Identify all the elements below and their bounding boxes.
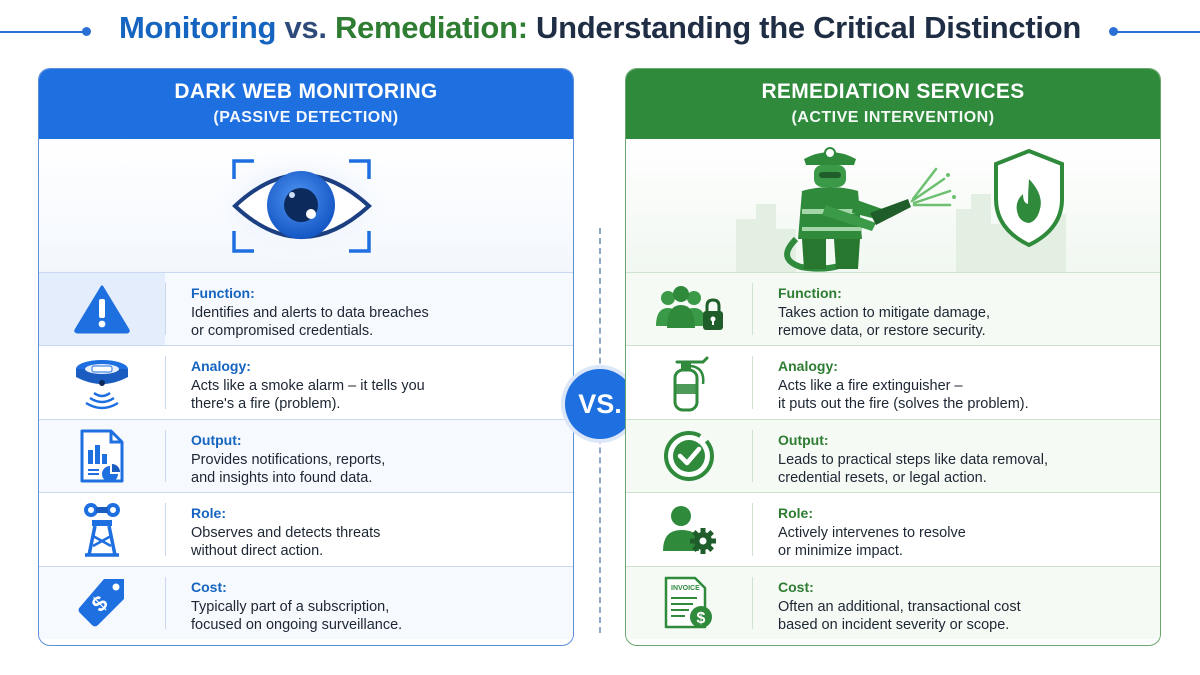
- title-monitoring: Monitoring: [119, 10, 277, 45]
- warning-icon: [74, 285, 130, 334]
- row-text: Function: Identifies and alerts to data …: [191, 285, 563, 340]
- row-label: Output:: [191, 431, 242, 448]
- row-text: Output: Provides notifications, reports,…: [191, 432, 563, 487]
- title-rest: Understanding the Critical Distinction: [527, 10, 1081, 45]
- title-remediation: Remediation:: [334, 10, 528, 45]
- smoke-alarm-icon: [76, 359, 128, 409]
- row-text: Output: Leads to practical steps like da…: [778, 432, 1150, 487]
- row-label: Function:: [778, 285, 842, 301]
- row-description: Actively intervenes to resolve or minimi…: [778, 525, 966, 560]
- remediation-panel-header: REMEDIATION SERVICES (ACTIVE INTERVENTIO…: [626, 69, 1160, 139]
- row-text: Function: Takes action to mitigate damag…: [778, 285, 1150, 340]
- icon-cell: [39, 493, 165, 565]
- eye-icon: [196, 141, 406, 265]
- row-divider: [752, 576, 753, 629]
- price-tag-icon: $: [78, 578, 124, 627]
- icon-cell: [39, 420, 165, 492]
- monitoring-panel: DARK WEB MONITORING (PASSIVE DETECTION): [38, 68, 574, 646]
- row-description: Takes action to mitigate damage, remove …: [778, 305, 990, 339]
- page-title: Monitoring vs. Remediation: Understandin…: [100, 10, 1100, 46]
- row-text: Role: Observes and detects threats witho…: [191, 505, 563, 560]
- watchtower-binoculars-icon: [84, 503, 120, 558]
- row-divider: [165, 576, 166, 629]
- check-circle-icon: [664, 430, 714, 481]
- row-label: Role:: [191, 505, 226, 522]
- row-text: Role: Actively intervenes to resolve or …: [778, 505, 1150, 560]
- remediation-illustration: [626, 139, 1160, 272]
- monitoring-row-function: Function: Identifies and alerts to data …: [39, 272, 573, 346]
- row-description: Typically part of a subscription, focuse…: [191, 598, 403, 633]
- row-description: Provides notifications, reports, and ins…: [191, 451, 386, 486]
- row-divider: [752, 356, 753, 409]
- row-divider: [165, 356, 166, 409]
- user-gear-icon: [663, 506, 716, 555]
- remediation-rows: Function: Takes action to mitigate damag…: [626, 272, 1160, 639]
- monitoring-illustration: [39, 139, 573, 272]
- fire-extinguisher-icon: [673, 356, 709, 412]
- monitoring-row-cost: $ Cost: Typically part of a subscription…: [39, 565, 573, 639]
- remediation-row-analogy: Analogy: Acts like a fire extinguisher –…: [626, 345, 1160, 419]
- title-rule-left: [0, 31, 85, 33]
- row-label: Analogy:: [191, 358, 251, 375]
- row-text: Cost: Often an additional, transactional…: [778, 579, 1150, 634]
- monitoring-panel-header: DARK WEB MONITORING (PASSIVE DETECTION): [39, 69, 573, 139]
- monitoring-subheading: (PASSIVE DETECTION): [213, 109, 399, 126]
- row-divider: [165, 503, 166, 556]
- row-divider: [165, 283, 166, 336]
- row-label: Function:: [191, 285, 255, 301]
- firefighter-icon: [736, 147, 1066, 272]
- invoice-label: INVOICE: [671, 585, 700, 592]
- monitoring-heading: DARK WEB MONITORING: [174, 80, 438, 103]
- remediation-panel: REMEDIATION SERVICES (ACTIVE INTERVENTIO…: [625, 68, 1161, 646]
- icon-cell: [39, 273, 165, 346]
- remediation-row-role: Role: Actively intervenes to resolve or …: [626, 492, 1160, 566]
- title-row: Monitoring vs. Remediation: Understandin…: [0, 0, 1200, 64]
- row-label: Cost:: [191, 578, 227, 595]
- title-vs: vs.: [276, 10, 335, 45]
- icon-cell: [626, 420, 752, 492]
- row-text: Analogy: Acts like a smoke alarm – it te…: [191, 358, 563, 413]
- remediation-heading: REMEDIATION SERVICES: [761, 80, 1025, 103]
- row-text: Analogy: Acts like a fire extinguisher –…: [778, 358, 1150, 413]
- title-rule-right: [1115, 31, 1200, 33]
- row-description: Often an additional, transactional cost …: [778, 598, 1021, 633]
- icon-cell: [39, 346, 165, 418]
- row-description: Acts like a smoke alarm – it tells you t…: [191, 378, 425, 413]
- row-description: Acts like a fire extinguisher – it puts …: [778, 378, 1029, 413]
- row-description: Leads to practical steps like data remov…: [778, 451, 1048, 486]
- users-lock-icon: [656, 286, 723, 331]
- row-label: Cost:: [778, 578, 814, 595]
- remediation-row-output: Output: Leads to practical steps like da…: [626, 418, 1160, 493]
- remediation-row-function: Function: Takes action to mitigate damag…: [626, 272, 1160, 346]
- svg-text:$: $: [697, 610, 706, 627]
- row-label: Output:: [778, 431, 829, 448]
- icon-cell: [626, 346, 752, 418]
- remediation-row-cost: INVOICE $ Cost: Often an additional, tra…: [626, 565, 1160, 639]
- row-divider: [752, 283, 753, 336]
- icon-cell: [626, 273, 752, 345]
- icon-cell: $: [39, 567, 165, 639]
- monitoring-rows: Function: Identifies and alerts to data …: [39, 272, 573, 639]
- row-divider: [752, 429, 753, 483]
- row-divider: [165, 429, 166, 483]
- monitoring-row-output: Output: Provides notifications, reports,…: [39, 418, 573, 493]
- monitoring-row-analogy: Analogy: Acts like a smoke alarm – it te…: [39, 345, 573, 419]
- row-text: Cost: Typically part of a subscription, …: [191, 579, 563, 634]
- invoice-icon: INVOICE $: [664, 576, 712, 628]
- icon-cell: [626, 493, 752, 565]
- row-divider: [752, 503, 753, 556]
- report-document-icon: [80, 429, 124, 483]
- title-dot-right: [1109, 27, 1118, 36]
- vs-badge: VS.: [565, 369, 635, 439]
- row-description: Identifies and alerts to data breaches o…: [191, 305, 429, 339]
- icon-cell: INVOICE $: [626, 567, 752, 639]
- remediation-subheading: (ACTIVE INTERVENTION): [791, 109, 995, 126]
- row-label: Role:: [778, 505, 813, 522]
- row-description: Observes and detects threats without dir…: [191, 525, 381, 560]
- monitoring-row-role: Role: Observes and detects threats witho…: [39, 492, 573, 566]
- row-label: Analogy:: [778, 358, 838, 375]
- title-dot-left: [82, 27, 91, 36]
